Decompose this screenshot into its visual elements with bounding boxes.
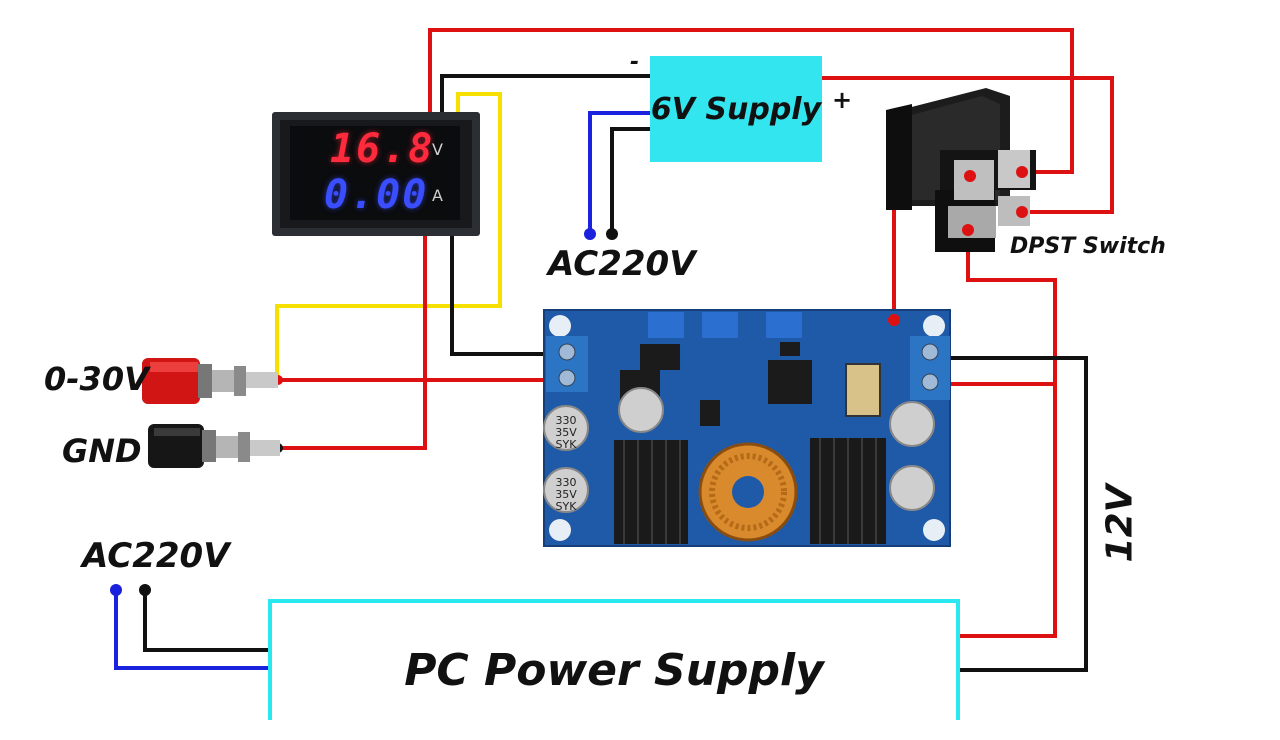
voltmeter-voltage-readout: 16.8 bbox=[330, 126, 435, 172]
twelve-volt-label: 12V bbox=[1099, 484, 1141, 563]
wire-red-top-loop bbox=[428, 28, 1074, 174]
wire-blue-ac-pc bbox=[114, 590, 270, 670]
gnd-label: GND bbox=[62, 432, 142, 470]
terminal-dot bbox=[584, 228, 596, 240]
capacitor-value: 330 bbox=[556, 476, 577, 489]
supply-6v-minus-sign: - bbox=[630, 50, 640, 75]
boost-converter-board-icon bbox=[543, 309, 951, 547]
wire-blue-ac-6v bbox=[588, 111, 650, 234]
voltmeter-current-unit: A bbox=[432, 186, 443, 205]
pc-power-supply-label: PC Power Supply bbox=[404, 644, 824, 696]
output-voltage-label: 0-30V bbox=[44, 360, 149, 398]
wire-black-6v-negative bbox=[440, 74, 650, 112]
ac220v-top-label: AC220V bbox=[548, 244, 696, 284]
capacitor-voltage: 35V bbox=[555, 426, 577, 439]
wire-black-board-in-negative bbox=[950, 356, 1088, 672]
voltmeter-current-readout: 0.00 bbox=[324, 172, 429, 218]
terminal-dot bbox=[606, 228, 618, 240]
wire-red-switch-to-pc bbox=[960, 230, 1057, 638]
wire-black-ac-pc bbox=[143, 590, 270, 652]
terminal-dot bbox=[139, 584, 151, 596]
wire-red-meter-to-gnd bbox=[280, 236, 427, 450]
wire-black-ac-6v bbox=[610, 127, 650, 234]
dpst-switch-label: DPST Switch bbox=[1010, 234, 1166, 259]
capacitor-value: 330 bbox=[556, 414, 577, 427]
wire-yellow-sense bbox=[275, 92, 502, 380]
wiring-diagram: 330 35V SYK 330 35V SYK bbox=[110, 28, 1114, 720]
dpst-switch-icon bbox=[886, 88, 1036, 252]
pc-power-supply-box bbox=[268, 599, 960, 720]
red-binding-post-icon bbox=[142, 358, 278, 404]
ac220v-bottom-label: AC220V bbox=[82, 536, 230, 576]
capacitor-brand: SYK bbox=[556, 500, 578, 513]
voltmeter-display-icon bbox=[272, 112, 480, 236]
capacitor-brand: SYK bbox=[556, 438, 578, 451]
supply-6v-plus-sign: + bbox=[832, 86, 853, 114]
wire-black-meter-to-board bbox=[450, 236, 548, 356]
black-binding-post-icon bbox=[148, 424, 280, 468]
supply-6v-label: 6V Supply bbox=[650, 91, 822, 127]
voltmeter-voltage-unit: V bbox=[432, 140, 443, 159]
wire-red-6v-positive bbox=[822, 76, 1114, 214]
supply-6v-box bbox=[650, 56, 822, 162]
terminal-dot bbox=[110, 584, 122, 596]
capacitor-voltage: 35V bbox=[555, 488, 577, 501]
